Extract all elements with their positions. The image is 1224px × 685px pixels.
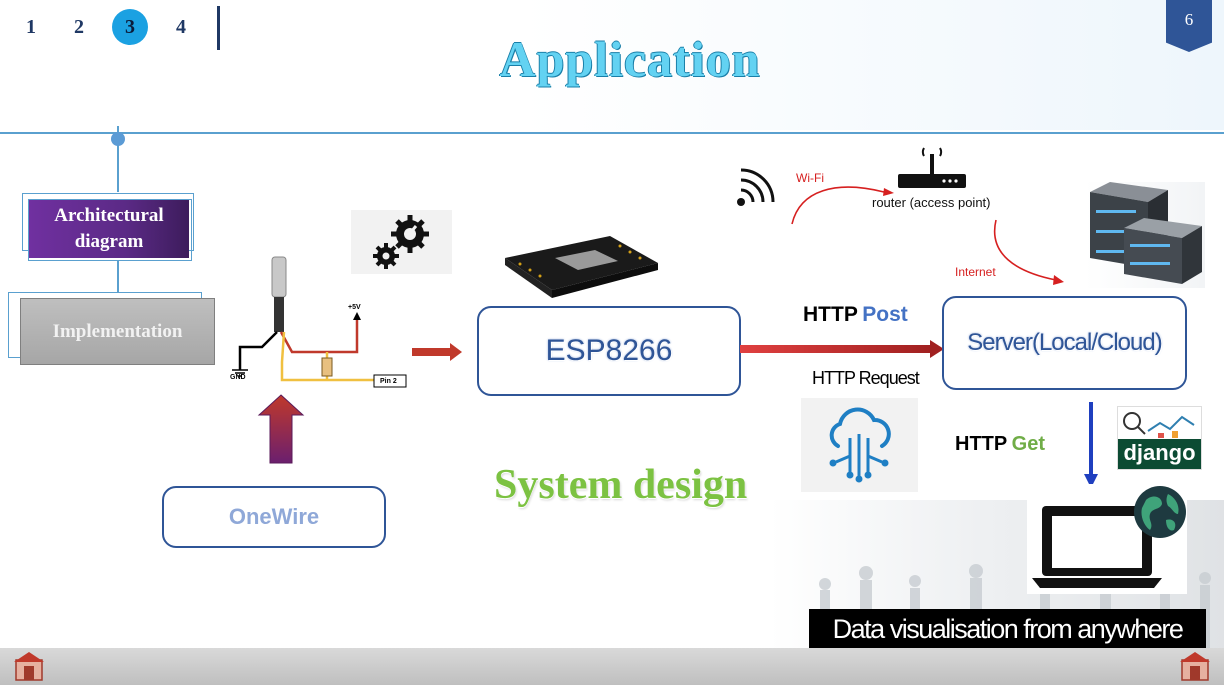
server-rack-icon	[1090, 182, 1202, 284]
title-band	[220, 0, 1224, 130]
outline-dot	[111, 132, 125, 146]
sensor-to-esp-arrow	[412, 343, 462, 361]
header-rule	[0, 132, 1224, 134]
server-box: Server(Local/Cloud)	[942, 296, 1187, 390]
router-label: router (access point)	[872, 195, 991, 210]
onewire-up-arrow	[257, 394, 305, 464]
http-post-suffix: Post	[862, 303, 908, 326]
nav-divider	[217, 6, 220, 50]
implementation-tab[interactable]: Implementation	[20, 298, 215, 365]
university-logo-icon-right	[1180, 652, 1210, 681]
wifi-label: Wi-Fi	[796, 171, 824, 185]
architectural-diagram-tab[interactable]: Architectural diagram	[29, 200, 189, 258]
internet-label: Internet	[955, 265, 996, 279]
university-logo-icon	[14, 652, 44, 681]
architectural-frame-offset	[28, 199, 192, 261]
globe-icon	[1134, 486, 1186, 538]
outline-connector-top	[117, 126, 119, 192]
wifi-signal-icon	[737, 168, 775, 206]
internet-arrow	[993, 219, 1064, 285]
nav-item-2[interactable]: 2	[74, 16, 84, 38]
nav-item-4[interactable]: 4	[176, 16, 186, 38]
caption-bar: Data visualisation from anywhere	[809, 609, 1206, 649]
wifi-arrow	[791, 186, 894, 225]
nav-item-3[interactable]: 3	[112, 9, 148, 45]
sensor-pin2-label: Pin 2	[380, 378, 397, 385]
router-icon	[898, 147, 966, 188]
esp-to-server-arrow	[740, 340, 944, 358]
server-to-laptop-arrow	[1084, 402, 1098, 488]
django-logo: django	[1117, 406, 1202, 470]
http-get-label: HTTP Get	[955, 433, 1045, 456]
sensor-gnd-label: GND	[230, 374, 246, 381]
http-get-suffix: Get	[1011, 433, 1046, 455]
system-design-label: System design	[494, 462, 748, 508]
temperature-sensor-icon	[271, 256, 287, 332]
esp8266-box: ESP8266	[477, 306, 741, 396]
cloud-network-icon	[829, 407, 891, 483]
django-text: django	[1118, 439, 1201, 469]
http-request-label: HTTP Request	[812, 368, 920, 388]
slide-title: Application	[499, 31, 761, 87]
esp8266-board-icon	[505, 236, 658, 298]
gear-icon	[373, 215, 429, 269]
http-post-label: HTTP Post	[803, 303, 908, 327]
django-chart-icon	[1123, 412, 1195, 438]
outline-connector-mid	[117, 260, 119, 292]
http-post-prefix: HTTP	[803, 303, 858, 326]
footer-bar	[0, 648, 1224, 685]
http-get-prefix: HTTP	[955, 433, 1008, 455]
onewire-box: OneWire	[162, 486, 386, 548]
temperature-sensor-circuit	[232, 256, 407, 388]
nav-item-1[interactable]: 1	[26, 16, 36, 38]
laptop-icon	[1032, 506, 1162, 588]
page-number-badge: 6	[1166, 0, 1212, 52]
sensor-5v-label: +5V	[348, 304, 361, 311]
